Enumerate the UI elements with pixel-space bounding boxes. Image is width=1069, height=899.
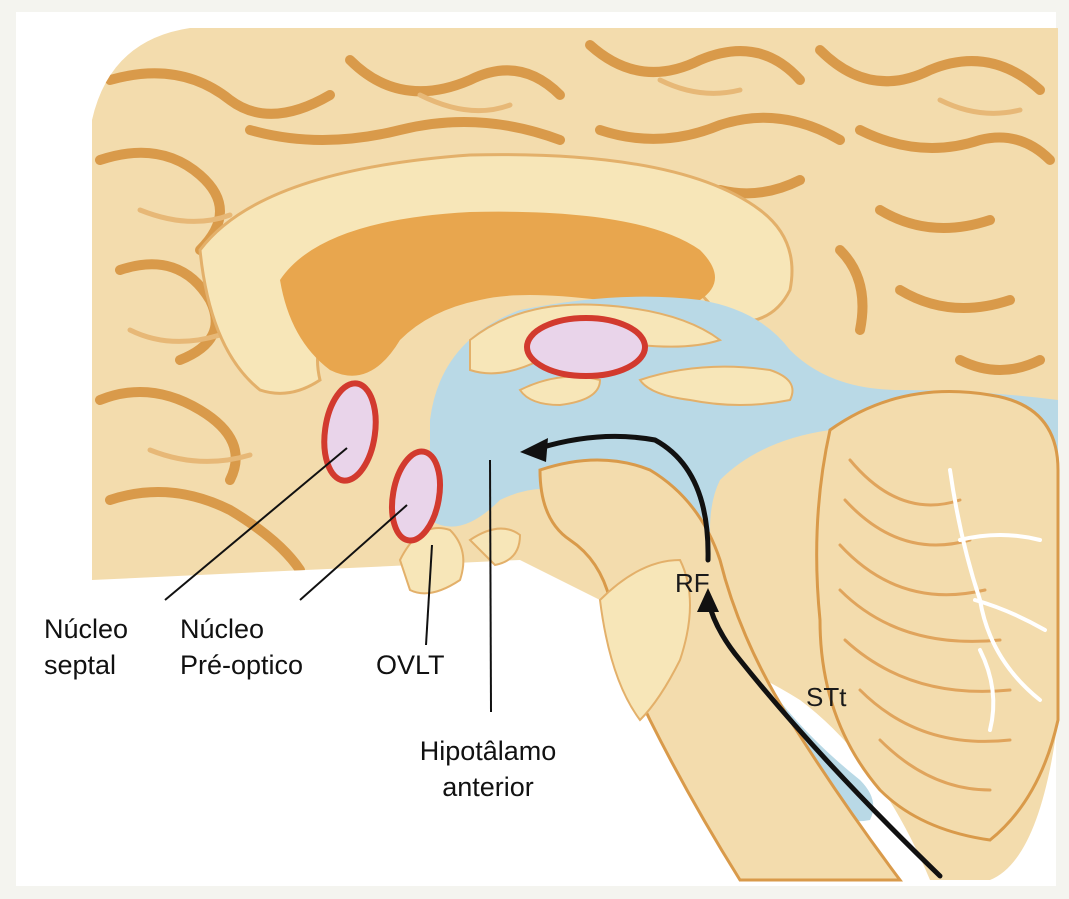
label-ovlt: OVLT: [376, 647, 445, 683]
preoptic-line1: Núcleo: [180, 611, 303, 647]
label-anterior-hypothalamus: Hipotâlamo anterior: [420, 733, 557, 805]
hypothalamus-line1: Hipotâlamo: [420, 733, 557, 769]
septal-line2: septal: [44, 647, 128, 683]
preoptic-line2: Pré-optico: [180, 647, 303, 683]
cerebellum: [817, 392, 1058, 840]
anterior-hypothalamus-leader-line: [490, 460, 491, 712]
label-septal-nucleus: Núcleo septal: [44, 611, 128, 683]
septal-line1: Núcleo: [44, 611, 128, 647]
label-rf: RF: [675, 568, 710, 598]
upper-nucleus: [527, 318, 645, 376]
hypothalamus-line2: anterior: [420, 769, 557, 805]
label-stt: STt: [806, 682, 846, 712]
label-preoptic-nucleus: Núcleo Pré-optico: [180, 611, 303, 683]
